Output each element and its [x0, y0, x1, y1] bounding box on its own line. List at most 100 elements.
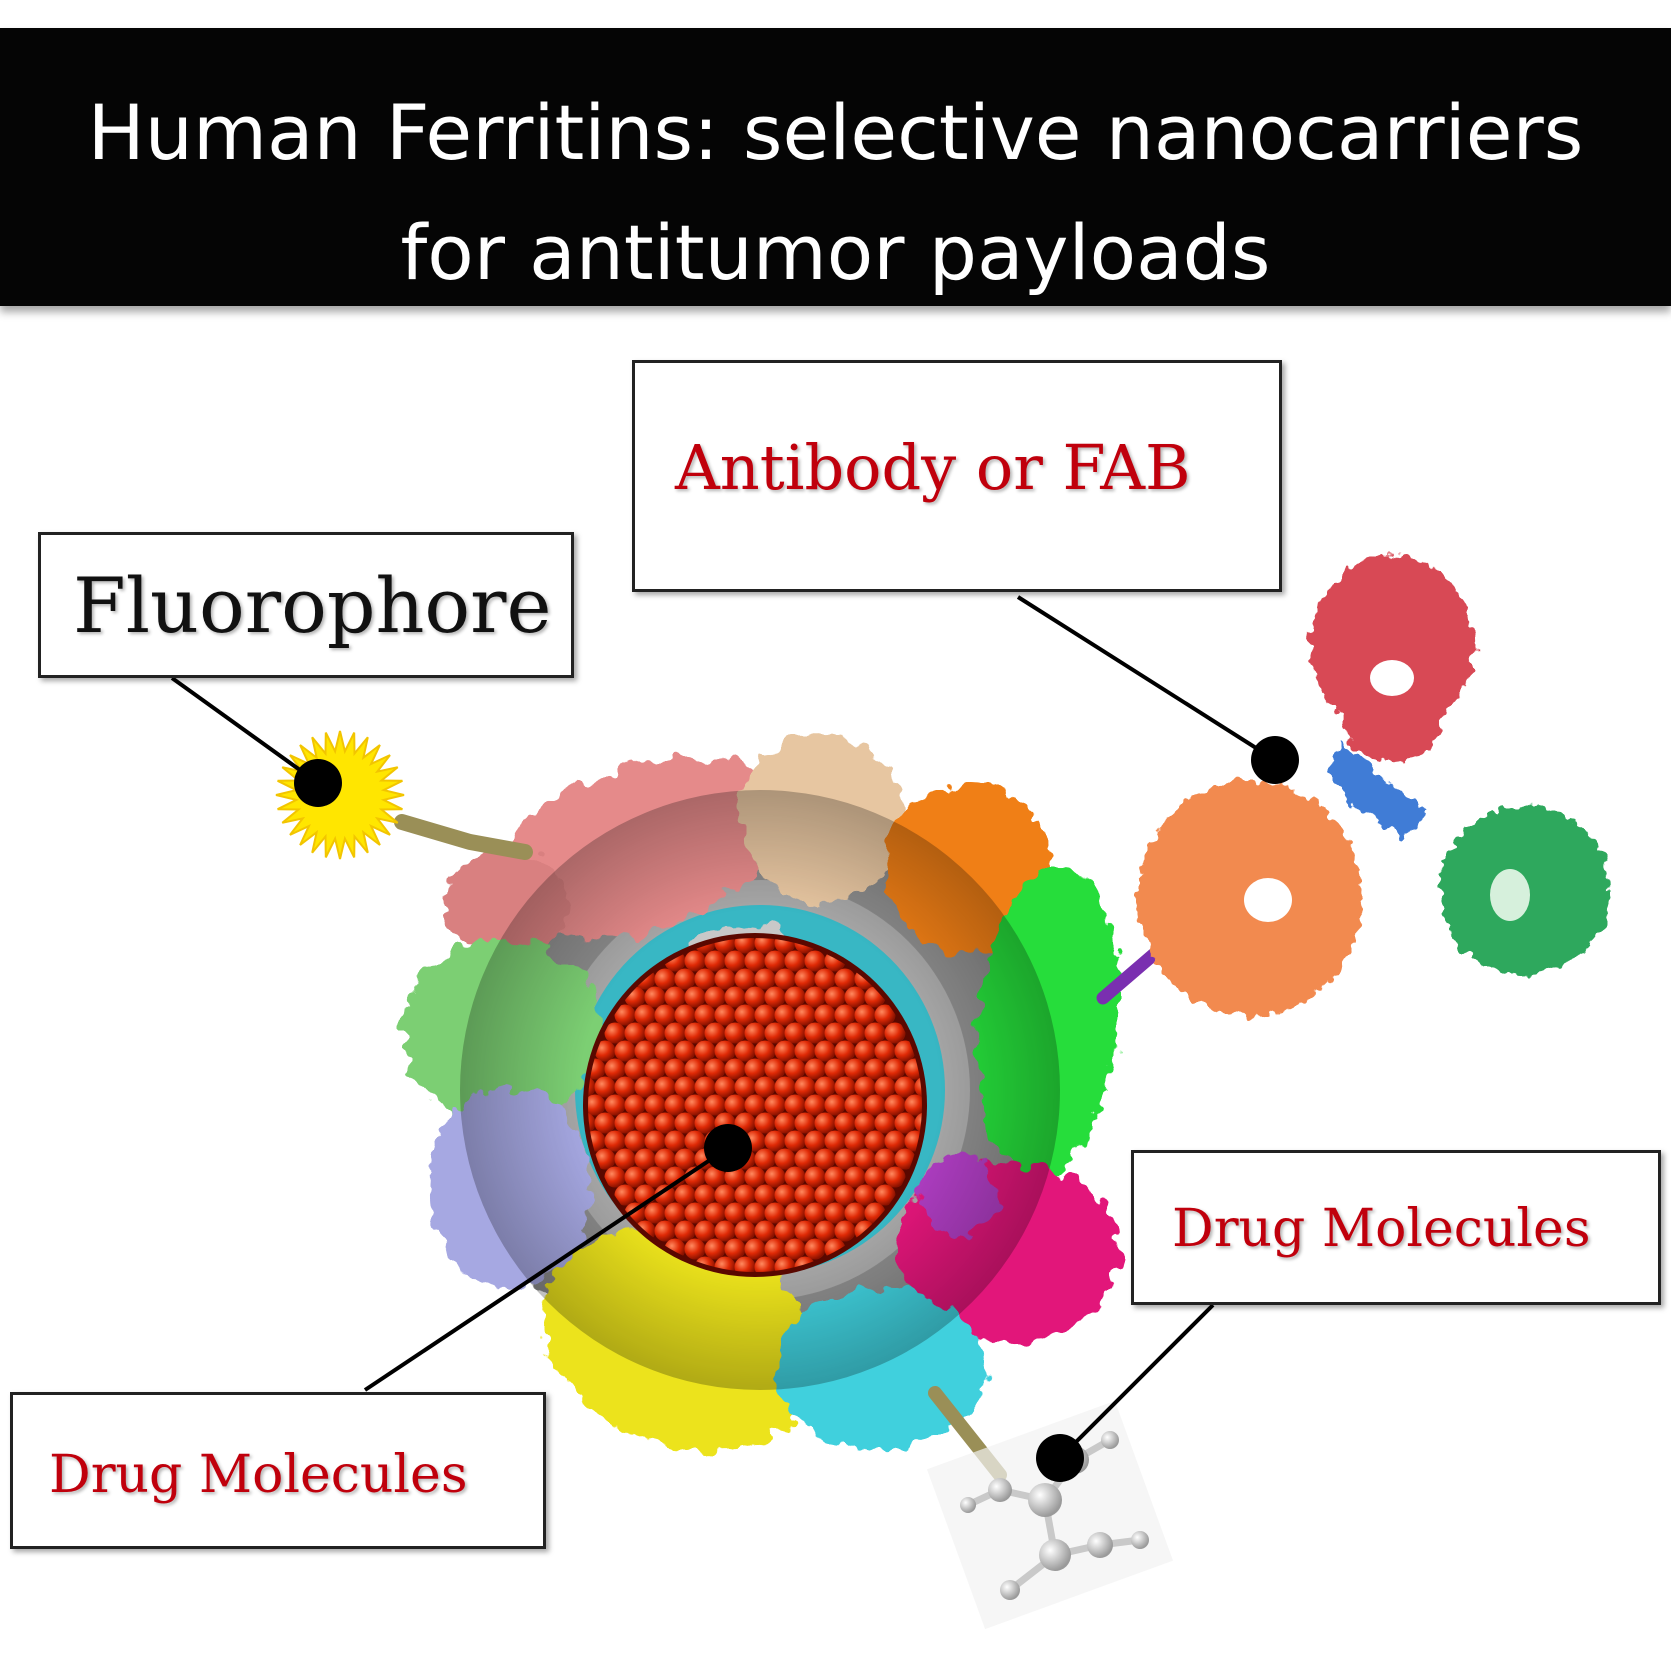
core-sphere: [764, 1202, 786, 1224]
core-sphere: [674, 1076, 696, 1098]
core-sphere: [714, 1184, 736, 1206]
drug-label-right: Drug Molecules: [1172, 1199, 1591, 1259]
core-sphere: [614, 1184, 636, 1206]
core-sphere: [744, 1202, 766, 1224]
core-sphere: [704, 1022, 726, 1044]
core-sphere: [734, 1184, 756, 1206]
core-sphere: [624, 1166, 646, 1188]
title-bar: Human Ferritins: selective nanocarriers …: [0, 28, 1671, 306]
core-sphere: [824, 1058, 846, 1080]
antibody-leader: [1016, 595, 1277, 762]
core-sphere: [654, 1148, 676, 1170]
core-sphere: [644, 986, 666, 1008]
drug-label-right-box: Drug Molecules: [1131, 1150, 1661, 1305]
core-sphere: [754, 938, 776, 954]
core-sphere: [664, 1094, 686, 1116]
core-sphere: [784, 1022, 806, 1044]
core-sphere: [814, 968, 836, 990]
core-sphere: [884, 1058, 906, 1080]
core-sphere: [884, 1130, 906, 1152]
core-sphere: [814, 1040, 836, 1062]
core-sphere: [874, 1040, 896, 1062]
core-sphere: [834, 968, 856, 990]
core-sphere: [694, 1112, 716, 1134]
core-sphere: [734, 1076, 756, 1098]
core-sphere: [864, 1094, 886, 1116]
fluorophore-icon: [275, 730, 405, 860]
core-sphere: [814, 1076, 836, 1098]
core-sphere: [774, 1004, 796, 1026]
core-sphere: [694, 1040, 716, 1062]
core-sphere: [704, 1202, 726, 1224]
core-sphere: [744, 1238, 766, 1260]
core-sphere: [724, 1022, 746, 1044]
core-sphere: [634, 1076, 656, 1098]
core-sphere: [824, 1130, 846, 1152]
core-sphere: [614, 1040, 636, 1062]
core-sphere: [804, 1130, 826, 1152]
core-sphere: [864, 1022, 886, 1044]
drug-right-leader: [1058, 1303, 1215, 1460]
core-sphere: [804, 986, 826, 1008]
core-sphere: [774, 1148, 796, 1170]
core-sphere: [824, 1166, 846, 1188]
core-sphere: [614, 1076, 636, 1098]
core-sphere: [694, 968, 716, 990]
core-sphere: [714, 1040, 736, 1062]
core-sphere: [588, 1094, 606, 1116]
core-sphere: [724, 950, 746, 972]
core-sphere: [784, 1238, 806, 1260]
core-sphere: [594, 1148, 616, 1170]
core-sphere: [894, 1040, 916, 1062]
core-sphere: [784, 1166, 806, 1188]
core-sphere: [664, 1166, 686, 1188]
core-sphere: [724, 986, 746, 1008]
leader-lines: [170, 595, 1277, 1460]
core-sphere: [588, 1112, 596, 1134]
core-sphere: [854, 1148, 876, 1170]
core-sphere: [704, 950, 726, 972]
core-sphere: [884, 1166, 906, 1188]
core-sphere: [604, 1094, 626, 1116]
fluorophore-leader: [170, 676, 320, 785]
core-sphere: [654, 1040, 676, 1062]
core-sphere: [854, 1184, 876, 1206]
core-sphere: [894, 1148, 916, 1170]
core-sphere: [654, 1112, 676, 1134]
core-sphere: [624, 1058, 646, 1080]
core-sphere: [634, 1148, 656, 1170]
core-sphere: [854, 1004, 876, 1026]
core-sphere: [684, 1202, 706, 1224]
core-sphere: [684, 1022, 706, 1044]
core-sphere: [794, 1184, 816, 1206]
core-sphere: [804, 1022, 826, 1044]
core-sphere: [754, 1148, 776, 1170]
core-sphere: [804, 1094, 826, 1116]
antibody-label: Antibody or FAB: [675, 431, 1191, 504]
core-sphere: [674, 1040, 696, 1062]
core-sphere: [664, 1130, 686, 1152]
core-sphere: [724, 1094, 746, 1116]
core-sphere: [604, 1130, 626, 1152]
core-sphere: [684, 1058, 706, 1080]
core-sphere: [704, 1166, 726, 1188]
core-sphere: [604, 1022, 626, 1044]
core-sphere: [844, 1058, 866, 1080]
core-sphere: [774, 1220, 796, 1242]
core-sphere: [654, 1184, 676, 1206]
core-sphere: [694, 1076, 716, 1098]
core-sphere: [694, 1004, 716, 1026]
core-sphere: [844, 1022, 866, 1044]
antibody-label-box: Antibody or FAB: [632, 360, 1282, 592]
core-sphere: [674, 1112, 696, 1134]
core-sphere: [704, 1238, 726, 1260]
core-sphere: [694, 1220, 716, 1242]
core-sphere: [814, 1184, 836, 1206]
core-sphere: [684, 1238, 706, 1260]
core-sphere: [594, 1040, 616, 1062]
core-sphere: [734, 1004, 756, 1026]
core-sphere: [754, 1256, 776, 1272]
core-sphere: [724, 1202, 746, 1224]
core-sphere: [804, 1202, 826, 1224]
core-sphere: [694, 1184, 716, 1206]
